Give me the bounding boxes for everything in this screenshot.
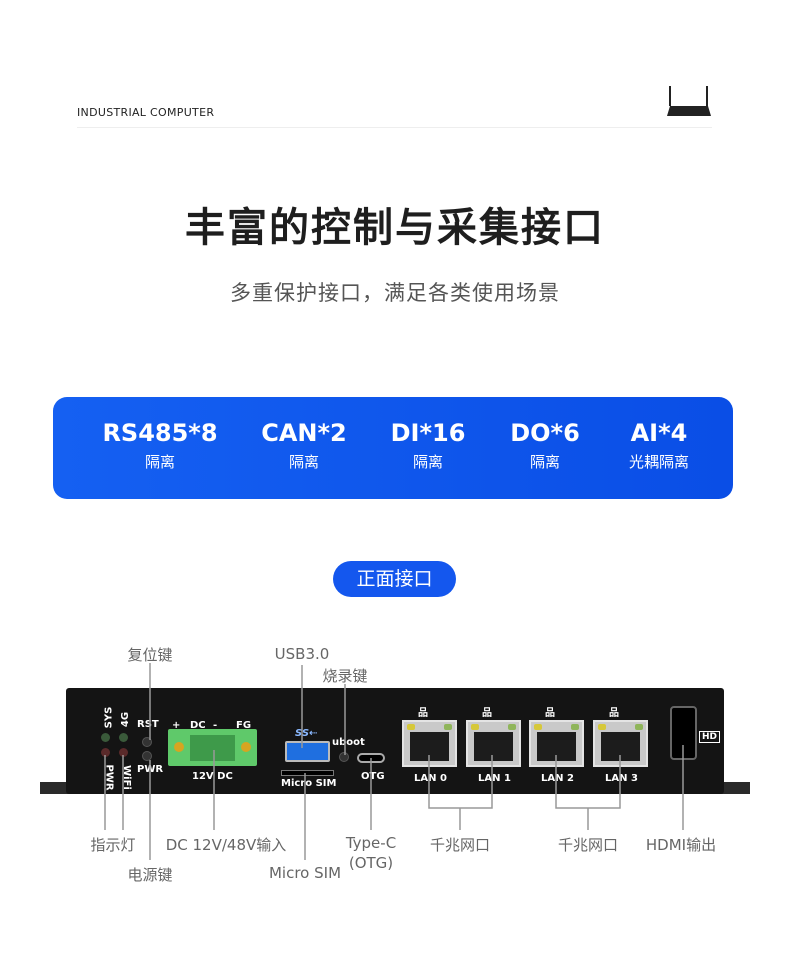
led-wifi [119, 748, 128, 757]
terminal-fg: FG [236, 720, 252, 731]
rst-label: RST [137, 719, 159, 730]
feature-sub: 隔离 [144, 453, 175, 471]
lan2-label: LAN 2 [541, 773, 574, 784]
callout-usb: USB3.0 [274, 645, 330, 663]
feature-sub: 隔离 [288, 453, 319, 471]
led-sys [101, 733, 110, 742]
feature-rs485: RS485*8 隔离 [90, 419, 230, 472]
power-button[interactable] [142, 751, 152, 761]
callout-typec-sub: (OTG) [348, 854, 394, 872]
feature-can: CAN*2 隔离 [234, 419, 374, 472]
callout-power: 电源键 [127, 866, 173, 884]
network-icon: 品 [609, 708, 619, 719]
uboot-button[interactable] [339, 752, 349, 762]
page-subtitle: 多重保护接口，满足各类使用场景 [230, 281, 560, 305]
feature-main: DO*6 [510, 419, 580, 447]
feature-banner: RS485*8 隔离 CAN*2 隔离 DI*16 隔离 DO*6 隔离 AI*4 光耦隔… [53, 397, 733, 499]
otg-label: OTG [361, 771, 385, 782]
feature-do: DO*6 隔离 [475, 419, 615, 472]
terminal-plus: + [172, 720, 181, 731]
network-icon: 品 [482, 708, 492, 719]
mount-bracket-left [40, 782, 70, 794]
section-pill: 正面接口 [333, 561, 456, 597]
feature-main: DI*16 [390, 419, 466, 447]
reset-button[interactable] [142, 737, 152, 747]
feature-main: CAN*2 [261, 419, 347, 447]
network-icon: 品 [418, 708, 428, 719]
dc-terminal-block[interactable] [168, 729, 257, 766]
lan3-label: LAN 3 [605, 773, 638, 784]
screw-icon [241, 742, 251, 752]
connector-plug [190, 735, 235, 761]
callout-micro-sim: Micro SIM [268, 864, 342, 882]
lan1-label: LAN 1 [478, 773, 511, 784]
feature-sub: 隔离 [529, 453, 560, 471]
usb3-port[interactable] [285, 741, 330, 762]
callout-burn-key: 烧录键 [322, 667, 368, 685]
led-4g [119, 733, 128, 742]
micro-sim-slot[interactable] [281, 770, 334, 776]
network-icon: 品 [545, 708, 555, 719]
terminal-dc: DC [190, 720, 206, 731]
lan0-label: LAN 0 [414, 773, 447, 784]
header-label: INDUSTRIAL COMPUTER [77, 106, 215, 119]
callout-indicator: 指示灯 [90, 836, 136, 854]
hd-badge: HD [699, 731, 721, 743]
callout-typec: Type-C [345, 834, 397, 852]
terminal-caption: 12V DC [192, 771, 233, 782]
feature-sub: 隔离 [412, 453, 443, 471]
callout-dc-input: DC 12V/48V输入 [165, 836, 287, 854]
terminal-minus: - [213, 720, 218, 731]
led-pwr [101, 748, 110, 757]
screw-icon [174, 742, 184, 752]
page-title: 丰富的控制与采集接口 [185, 205, 605, 251]
callout-gbe-1: 千兆网口 [429, 836, 491, 854]
callout-hdmi: HDMI输出 [645, 836, 717, 854]
feature-ai: AI*4 光耦隔离 [589, 419, 729, 472]
feature-main: RS485*8 [102, 419, 218, 447]
uboot-label: uboot [332, 737, 365, 748]
callout-gbe-2: 千兆网口 [557, 836, 619, 854]
callout-reset: 复位键 [127, 646, 173, 664]
mount-bracket-right [720, 782, 750, 794]
router-icon [667, 86, 711, 116]
header-divider [77, 127, 712, 128]
lan1-port[interactable] [466, 720, 521, 767]
feature-main: AI*4 [630, 419, 688, 447]
feature-sub: 光耦隔离 [628, 453, 689, 471]
feature-di: DI*16 隔离 [358, 419, 498, 472]
usb-ss-icon: SS⇠ [295, 728, 318, 739]
micro-sim-label: Micro SIM [281, 778, 337, 789]
